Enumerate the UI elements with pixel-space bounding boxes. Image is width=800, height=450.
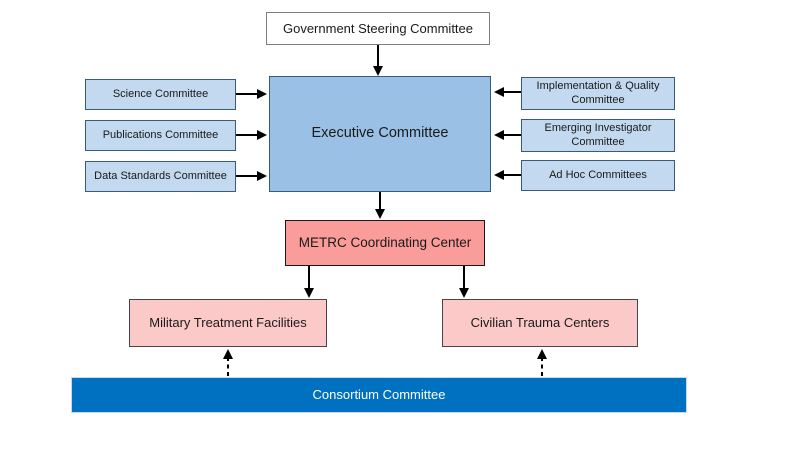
node-data-standards-committee: Data Standards Committee	[85, 161, 236, 192]
civilian-trauma-centers-label: Civilian Trauma Centers	[470, 315, 610, 331]
data-standards-committee-label: Data Standards Committee	[94, 169, 227, 182]
consortium-committee-label: Consortium Committee	[312, 387, 446, 403]
science-committee-label: Science Committee	[112, 87, 209, 100]
publications-committee-label: Publications Committee	[102, 128, 219, 141]
government-steering-committee-label: Government Steering Committee	[282, 20, 474, 36]
node-executive-committee: Executive Committee	[269, 76, 491, 192]
node-ad-hoc-committees: Ad Hoc Committees	[521, 160, 675, 191]
node-implementation-quality-committee: Implementation & Quality Committee	[521, 77, 675, 110]
ad-hoc-committees-label: Ad Hoc Committees	[549, 168, 647, 181]
node-publications-committee: Publications Committee	[85, 120, 236, 151]
node-emerging-investigator-committee: Emerging Investigator Committee	[521, 119, 675, 152]
node-metrc-coordinating-center: METRC Coordinating Center	[285, 220, 485, 266]
emerging-investigator-committee-label: Emerging Investigator Committee	[544, 122, 652, 148]
implementation-quality-committee-label: Implementation & Quality Committee	[536, 80, 660, 106]
node-military-treatment-facilities: Military Treatment Facilities	[129, 299, 327, 347]
executive-committee-label: Executive Committee	[311, 125, 449, 142]
military-treatment-facilities-label: Military Treatment Facilities	[149, 315, 307, 331]
node-civilian-trauma-centers: Civilian Trauma Centers	[442, 299, 638, 347]
metrc-coordinating-center-label: METRC Coordinating Center	[298, 234, 472, 250]
node-consortium-committee: Consortium Committee	[71, 377, 687, 413]
node-science-committee: Science Committee	[85, 79, 236, 110]
node-government-steering-committee: Government Steering Committee	[266, 12, 490, 45]
